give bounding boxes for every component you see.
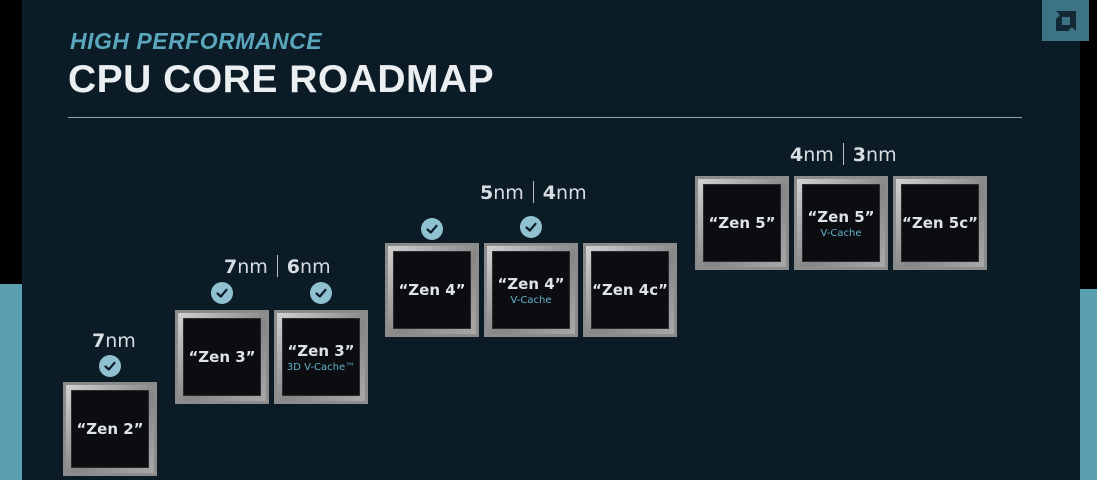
core-chip-zen4c: “Zen 4c” <box>583 243 677 337</box>
check-circle-icon <box>99 355 121 377</box>
node-value: 4 <box>790 144 804 166</box>
core-name: “Zen 5” <box>708 214 776 232</box>
core-chip-zen2: “Zen 2” <box>63 382 157 476</box>
slide-title: CPU CORE ROADMAP <box>68 58 495 101</box>
right-accent-bar <box>1080 289 1097 480</box>
core-chip-zen5-vcache: “Zen 5” V-Cache <box>794 176 888 270</box>
core-name: “Zen 3” <box>287 341 355 360</box>
node-unit: nm <box>237 256 268 278</box>
process-node-zen2: 7nm <box>92 330 136 352</box>
node-value: 4 <box>542 182 557 204</box>
check-circle-icon <box>211 282 233 304</box>
core-variant: V-Cache <box>820 227 862 239</box>
left-accent-bar <box>0 284 22 480</box>
chip-die: “Zen 4” <box>393 251 471 329</box>
node-value: 7 <box>224 256 238 278</box>
node-separator <box>276 254 278 277</box>
core-chip-zen5: “Zen 5” <box>695 176 789 270</box>
node-unit: nm <box>866 144 897 166</box>
node-unit: nm <box>105 330 136 352</box>
check-circle-icon <box>520 216 542 238</box>
title-divider <box>68 117 1022 118</box>
slide: HIGH PERFORMANCE CPU CORE ROADMAP 7nm 7n… <box>22 0 1080 480</box>
core-chip-zen3: “Zen 3” <box>175 310 269 404</box>
node-value: 3 <box>852 144 867 166</box>
core-name: “Zen 4” <box>398 281 466 299</box>
core-chip-zen4: “Zen 4” <box>385 243 479 337</box>
core-variant: 3D V-Cache™ <box>286 361 356 373</box>
node-unit: nm <box>493 182 524 204</box>
node-value: 5 <box>480 182 494 204</box>
slide-subtitle: HIGH PERFORMANCE <box>70 28 323 54</box>
node-unit: nm <box>556 182 587 204</box>
core-name: “Zen 4c” <box>592 281 668 299</box>
core-chip-zen3-3d-vcache: “Zen 3” 3D V-Cache™ <box>274 310 368 404</box>
amd-logo-icon <box>1042 0 1089 41</box>
chip-die: “Zen 4” V-Cache <box>492 251 570 329</box>
core-name: “Zen 5” <box>807 207 875 226</box>
core-variant: V-Cache <box>510 294 552 306</box>
core-name: “Zen 4” <box>497 274 565 293</box>
chip-die: “Zen 3” <box>183 318 261 396</box>
core-name: “Zen 2” <box>76 420 144 438</box>
node-value: 7 <box>92 330 106 352</box>
core-chip-zen5c: “Zen 5c” <box>893 176 987 270</box>
node-separator <box>842 142 844 165</box>
chip-die: “Zen 5” V-Cache <box>802 184 880 262</box>
core-name: “Zen 3” <box>188 348 256 366</box>
chip-die: “Zen 5c” <box>901 184 979 262</box>
node-separator <box>532 180 534 203</box>
check-circle-icon <box>310 282 332 304</box>
chip-die: “Zen 5” <box>703 184 781 262</box>
core-name: “Zen 5c” <box>902 214 978 232</box>
chip-die: “Zen 3” 3D V-Cache™ <box>282 318 360 396</box>
node-value: 6 <box>286 256 301 278</box>
chip-die: “Zen 2” <box>71 390 149 468</box>
check-circle-icon <box>421 218 443 240</box>
node-unit: nm <box>300 256 331 278</box>
node-unit: nm <box>803 144 834 166</box>
core-chip-zen4-vcache: “Zen 4” V-Cache <box>484 243 578 337</box>
chip-die: “Zen 4c” <box>591 251 669 329</box>
